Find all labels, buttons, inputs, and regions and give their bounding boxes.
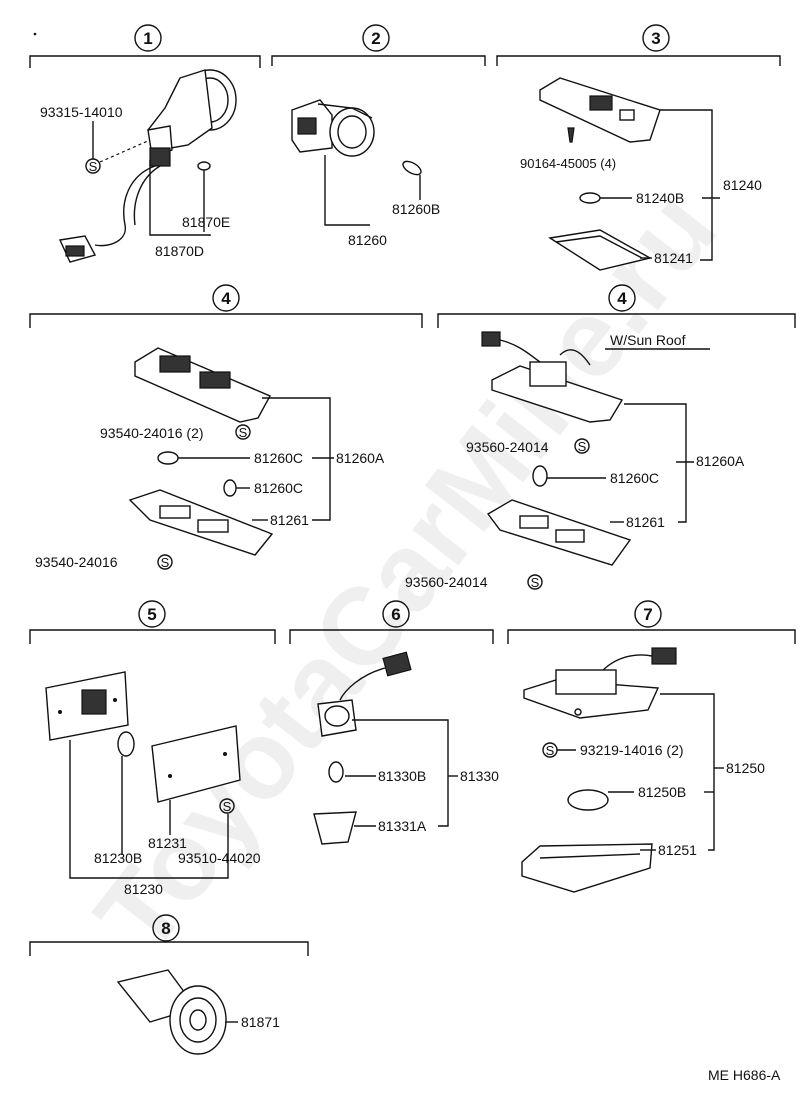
part-81250: 81250 bbox=[726, 760, 765, 776]
part-81261-right: 81261 bbox=[626, 514, 665, 530]
part-93219-14016: 93219-14016 (2) bbox=[580, 742, 684, 758]
part-81260C-a: 81260C bbox=[254, 450, 303, 466]
part-81240: 81240 bbox=[723, 177, 762, 193]
section-1: 1 S 93315-14010 81870E 81870D bbox=[29, 24, 261, 263]
section-2-number: 2 bbox=[371, 29, 380, 48]
section-4-right: 4 W/Sun Roof S 93560-24014 81260C 81260A… bbox=[405, 284, 796, 590]
part-81251: 81251 bbox=[658, 842, 697, 858]
part-93510-44020: 93510-44020 bbox=[178, 850, 261, 866]
room-lamp-base-drawing bbox=[539, 77, 661, 143]
diagram-code: ME H686-A bbox=[708, 1067, 781, 1083]
courtesy-lamp-bulb-drawing bbox=[117, 731, 135, 757]
part-81240B: 81240B bbox=[636, 190, 684, 206]
lamp-bulb-6-drawing bbox=[328, 761, 344, 783]
screw-symbol-1-text: S bbox=[89, 159, 98, 174]
section-7-number: 7 bbox=[643, 605, 652, 624]
screw-symbol-7: S bbox=[546, 743, 555, 758]
section-3-number: 3 bbox=[651, 29, 660, 48]
part-81870D: 81870D bbox=[155, 243, 204, 259]
sunroof-lamp-lens-drawing bbox=[486, 499, 632, 566]
part-81260A-sunroof: 81260A bbox=[696, 453, 745, 469]
part-81330: 81330 bbox=[460, 768, 499, 784]
part-81261-left: 81261 bbox=[270, 512, 309, 528]
part-81241: 81241 bbox=[654, 250, 693, 266]
section-6-number: 6 bbox=[391, 605, 400, 624]
part-81871: 81871 bbox=[241, 1014, 280, 1030]
part-93540-24016-2: 93540-24016 (2) bbox=[100, 425, 204, 441]
section-8-number: 8 bbox=[161, 919, 170, 938]
part-81330B: 81330B bbox=[378, 768, 426, 784]
section-4-left-number: 4 bbox=[221, 289, 231, 308]
section-1-number: 1 bbox=[143, 29, 152, 48]
section-4-left: 4 S 93540-24016 (2) 81260C 81260A 81260C… bbox=[29, 284, 423, 570]
part-93540-24016: 93540-24016 bbox=[35, 554, 118, 570]
part-81260: 81260 bbox=[348, 232, 387, 248]
part-81230B: 81230B bbox=[94, 850, 142, 866]
section-4-right-number: 4 bbox=[617, 289, 627, 308]
part-93560-24014-top: 93560-24014 bbox=[466, 439, 549, 455]
section-5: 5 S 81231 81230B 93510-44020 81230 bbox=[29, 600, 276, 897]
map-lamp-housing-drawing bbox=[58, 69, 237, 263]
lamp-socket-6-drawing bbox=[317, 651, 412, 737]
section-7: 7 S 93219-14016 (2) 81250B 81251 81250 bbox=[507, 600, 796, 893]
part-81260A-left: 81260A bbox=[336, 450, 385, 466]
part-90164-45005: 90164-45005 (4) bbox=[520, 156, 616, 171]
part-81230: 81230 bbox=[124, 881, 163, 897]
screw-symbol-5: S bbox=[223, 799, 232, 814]
section-2: 2 81260B 81260 bbox=[271, 24, 486, 248]
console-lamp-lens-drawing bbox=[128, 489, 274, 556]
part-81331A: 81331A bbox=[378, 818, 427, 834]
part-93315-14010: 93315-14010 bbox=[40, 104, 123, 120]
part-81250B: 81250B bbox=[638, 784, 686, 800]
section-5-number: 5 bbox=[147, 605, 156, 624]
part-81260C-b: 81260C bbox=[254, 480, 303, 496]
screw-symbol-4a: S bbox=[239, 425, 248, 440]
part-81870E: 81870E bbox=[182, 214, 230, 230]
sunroof-lamp-base-drawing bbox=[481, 331, 624, 423]
part-93560-24014-bottom: 93560-24014 bbox=[405, 574, 488, 590]
part-81231: 81231 bbox=[148, 835, 187, 851]
vanity-lamp-lens-drawing bbox=[521, 843, 653, 893]
courtesy-lamp-lens-drawing bbox=[151, 725, 241, 803]
key-illumination-lamp-drawing bbox=[116, 969, 227, 1055]
screw-symbol-4c: S bbox=[578, 439, 587, 454]
section-6: 6 81330B 81330 81331A bbox=[289, 600, 499, 845]
console-lamp-base-drawing bbox=[134, 347, 271, 423]
sunroof-subtitle: W/Sun Roof bbox=[610, 332, 686, 348]
part-81260B: 81260B bbox=[392, 201, 440, 217]
vanity-lamp-base-drawing bbox=[523, 647, 677, 719]
screw-symbol-4d: S bbox=[531, 575, 540, 590]
vanity-lamp-bulb-drawing bbox=[567, 789, 609, 811]
courtesy-lamp-base-drawing bbox=[45, 671, 129, 741]
screw-symbol-4b: S bbox=[161, 555, 170, 570]
lamp-holder-6-drawing bbox=[313, 811, 357, 845]
part-81260C-sunroof: 81260C bbox=[610, 470, 659, 486]
section-8: 8 81871 bbox=[29, 914, 309, 1055]
lamp-socket-drawing bbox=[291, 99, 422, 176]
section-3: 3 90164-45005 (4) 81240B 81241 81240 bbox=[496, 24, 781, 271]
